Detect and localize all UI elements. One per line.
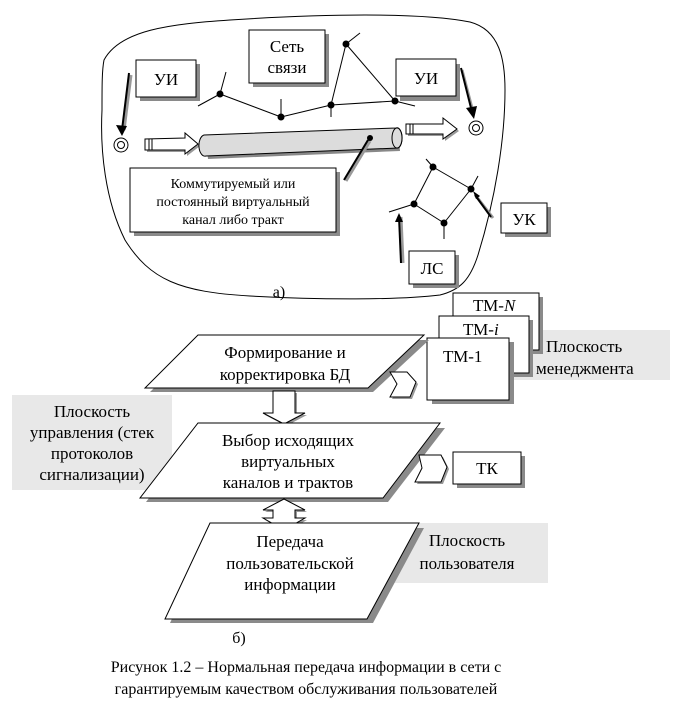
network-node	[342, 40, 350, 48]
tk-box	[452, 451, 522, 485]
svg-text:ТМ-1: ТМ-1	[443, 347, 482, 366]
user-plane-label-line1: Плоскость	[429, 531, 506, 550]
user-block	[164, 522, 420, 620]
figure-caption-line1: Рисунок 1.2 – Нормальная передача информ…	[111, 659, 502, 676]
network-node	[277, 113, 285, 121]
flow-arrow-out	[405, 116, 459, 141]
channel-label-line3: канал либо тракт	[182, 213, 283, 228]
pointer-arrow-right	[460, 67, 477, 119]
virtual-channel-tube	[198, 127, 403, 159]
user-block-line2: пользовательской	[226, 554, 353, 573]
control-plane-label-line2: управления (стек	[30, 423, 155, 442]
user-plane-label-line2: пользователя	[420, 554, 515, 573]
pointer-arrow-node	[473, 191, 495, 219]
network-graph	[197, 32, 416, 121]
network-label-line2: связи	[268, 58, 307, 77]
terminal-right-box	[395, 58, 457, 97]
network-node	[216, 90, 224, 98]
pointer-arrow-channel	[343, 135, 373, 182]
network-node	[391, 97, 399, 105]
svg-text:ТМ-i: ТМ-i	[463, 320, 499, 339]
control-block-line2: виртуальных	[241, 452, 335, 471]
part-a-label: а)	[273, 284, 285, 301]
control-plane-label-bg	[12, 395, 172, 490]
management-block-line2: корректировка БД	[220, 365, 351, 384]
channel-label-line1: Коммутируемый или	[171, 177, 296, 192]
control-block	[138, 422, 442, 499]
switching-node	[410, 200, 418, 208]
link-label-box	[408, 250, 456, 285]
node-label-box	[500, 202, 548, 234]
arrow-down-management-to-control	[262, 390, 307, 426]
part-b-planes-diagram: Плоскость менеджмента ТМ-N ТМ-i ТМ-1 Пло…	[12, 292, 670, 647]
management-block	[143, 334, 426, 389]
flow-arrow-in	[144, 131, 200, 156]
switching-node-graph	[388, 158, 479, 239]
figure-caption-line2: гарантируемым качеством обслуживания пол…	[115, 681, 498, 698]
node-label: УК	[512, 210, 536, 229]
switching-node	[429, 163, 437, 171]
channel-label-line2: постоянный виртуальный	[156, 195, 310, 210]
management-plane-label-line2: менеджмента	[536, 359, 634, 378]
network-node	[327, 101, 335, 109]
terminal-right-label: УИ	[414, 69, 438, 88]
switching-node	[440, 219, 448, 227]
terminal-left-label: УИ	[154, 70, 178, 89]
user-block-line1: Передача	[256, 532, 324, 551]
user-block-line3: информации	[244, 575, 335, 594]
svg-text:ТМ-N: ТМ-N	[473, 296, 517, 315]
chevron-to-tk	[414, 454, 449, 484]
link-label: ЛС	[421, 259, 444, 278]
terminal-left-icon	[113, 137, 129, 153]
management-block-line1: Формирование и	[224, 343, 345, 362]
switching-node	[467, 185, 475, 193]
control-plane-label-line1: Плоскость	[54, 402, 131, 421]
terminal-left-box	[135, 59, 197, 98]
chevron-to-tm	[389, 371, 418, 399]
control-plane-label-line3: протоколов	[51, 444, 133, 463]
control-plane-label-line4: сигнализации)	[39, 465, 144, 484]
part-a-network-diagram: Сеть связи УИ УИ	[101, 14, 551, 301]
network-cloud-outline	[101, 14, 506, 300]
tk-label: ТК	[476, 459, 498, 478]
control-block-line1: Выбор исходящих	[222, 431, 355, 450]
channel-label-box	[129, 167, 337, 233]
network-label-box	[248, 29, 326, 84]
terminal-right-icon	[468, 120, 484, 136]
pointer-arrow-left	[116, 72, 133, 136]
network-label-line1: Сеть	[270, 37, 305, 56]
tm-module-1: ТМ-1	[426, 337, 514, 404]
pointer-arrow-link	[395, 213, 405, 264]
management-plane-label-line1: Плоскость	[546, 337, 623, 356]
control-block-line3: каналов и трактов	[223, 473, 353, 492]
part-b-label: б)	[232, 630, 245, 647]
